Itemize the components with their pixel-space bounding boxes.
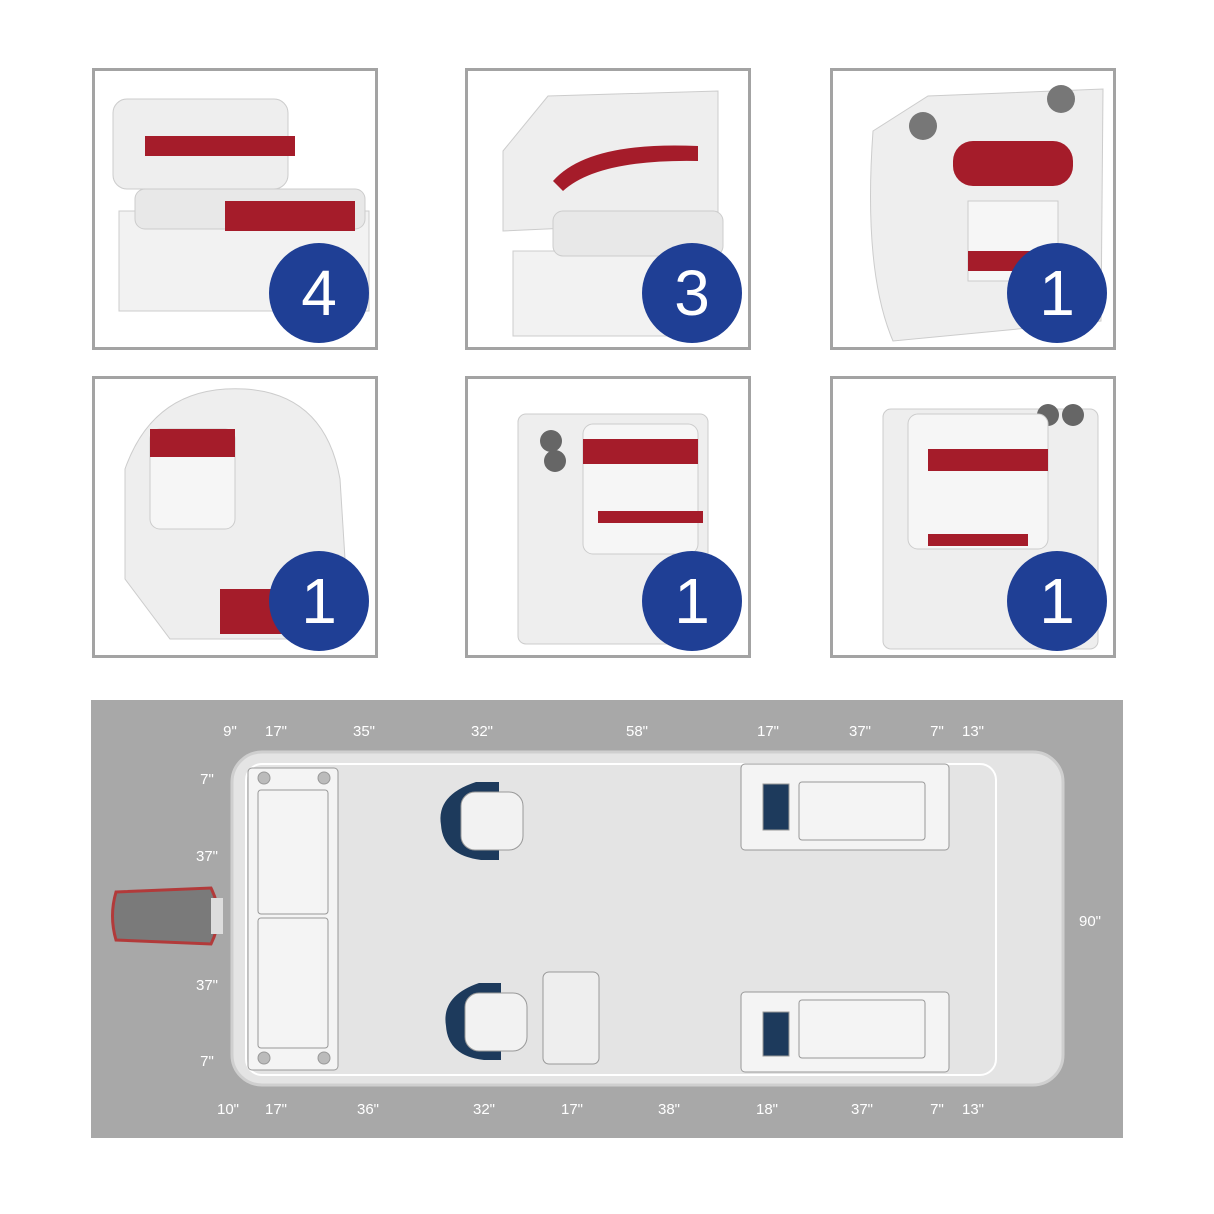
quantity-badge: 1 — [269, 551, 369, 651]
top-dimension-label: 37" — [848, 723, 872, 740]
front-lounge-seats — [740, 763, 950, 1073]
deck-border — [245, 763, 997, 1076]
quantity-badge: 1 — [1007, 551, 1107, 651]
bottom-dimension-label: 7" — [930, 1101, 944, 1118]
right-dimension-label: 90" — [1078, 913, 1102, 930]
top-dimension-label: 9" — [223, 723, 237, 740]
product-card-side-console: 1 — [830, 68, 1116, 350]
bottom-dimension-label: 17" — [560, 1101, 584, 1118]
top-dimension-label: 17" — [264, 723, 288, 740]
product-card-lounge-right: 1 — [830, 376, 1116, 658]
top-dimension-label: 17" — [756, 723, 780, 740]
left-dimension-label: 37" — [195, 977, 219, 994]
boat-top-view — [111, 750, 1065, 1087]
quantity-badge: 4 — [269, 243, 369, 343]
bench-seat-image — [112, 98, 370, 312]
product-card-captain-chair: 1 — [92, 376, 378, 658]
product-card-lounge-left: 1 — [465, 376, 751, 658]
motor — [111, 886, 223, 946]
bottom-dimension-label: 17" — [264, 1101, 288, 1118]
bottom-dimension-label: 18" — [755, 1101, 779, 1118]
layout-diagram: 9" 17" 35" 32" 58" 17" 37" 7" 13" 10" 17" 36" 32" 17"… — [91, 700, 1123, 1138]
quantity-badge: 3 — [642, 243, 742, 343]
bottom-dimension-label: 10" — [216, 1101, 240, 1118]
bottom-dimension-label: 13" — [961, 1101, 985, 1118]
rear-bench-seats — [247, 767, 339, 1071]
bottom-dimension-label: 37" — [850, 1101, 874, 1118]
top-dimension-label: 13" — [961, 723, 985, 740]
lounge-right-image — [882, 404, 1099, 650]
left-dimension-label: 7" — [200, 1053, 214, 1070]
top-dimension-label: 35" — [352, 723, 376, 740]
product-card-bench-seat: 4 — [92, 68, 378, 350]
captain-chair-top — [445, 971, 600, 1065]
bottom-dimension-label: 38" — [657, 1101, 681, 1118]
bottom-dimension-label: 36" — [356, 1101, 380, 1118]
top-dimension-label: 7" — [930, 723, 944, 740]
product-card-corner-seat: 3 — [465, 68, 751, 350]
top-dimension-label: 32" — [470, 723, 494, 740]
left-dimension-label: 7" — [200, 771, 214, 788]
top-dimension-label: 58" — [625, 723, 649, 740]
bottom-dimension-label: 32" — [472, 1101, 496, 1118]
captain-chair-top — [440, 782, 524, 860]
quantity-badge: 1 — [642, 551, 742, 651]
quantity-badge: 1 — [1007, 243, 1107, 343]
left-dimension-label: 37" — [195, 848, 219, 865]
